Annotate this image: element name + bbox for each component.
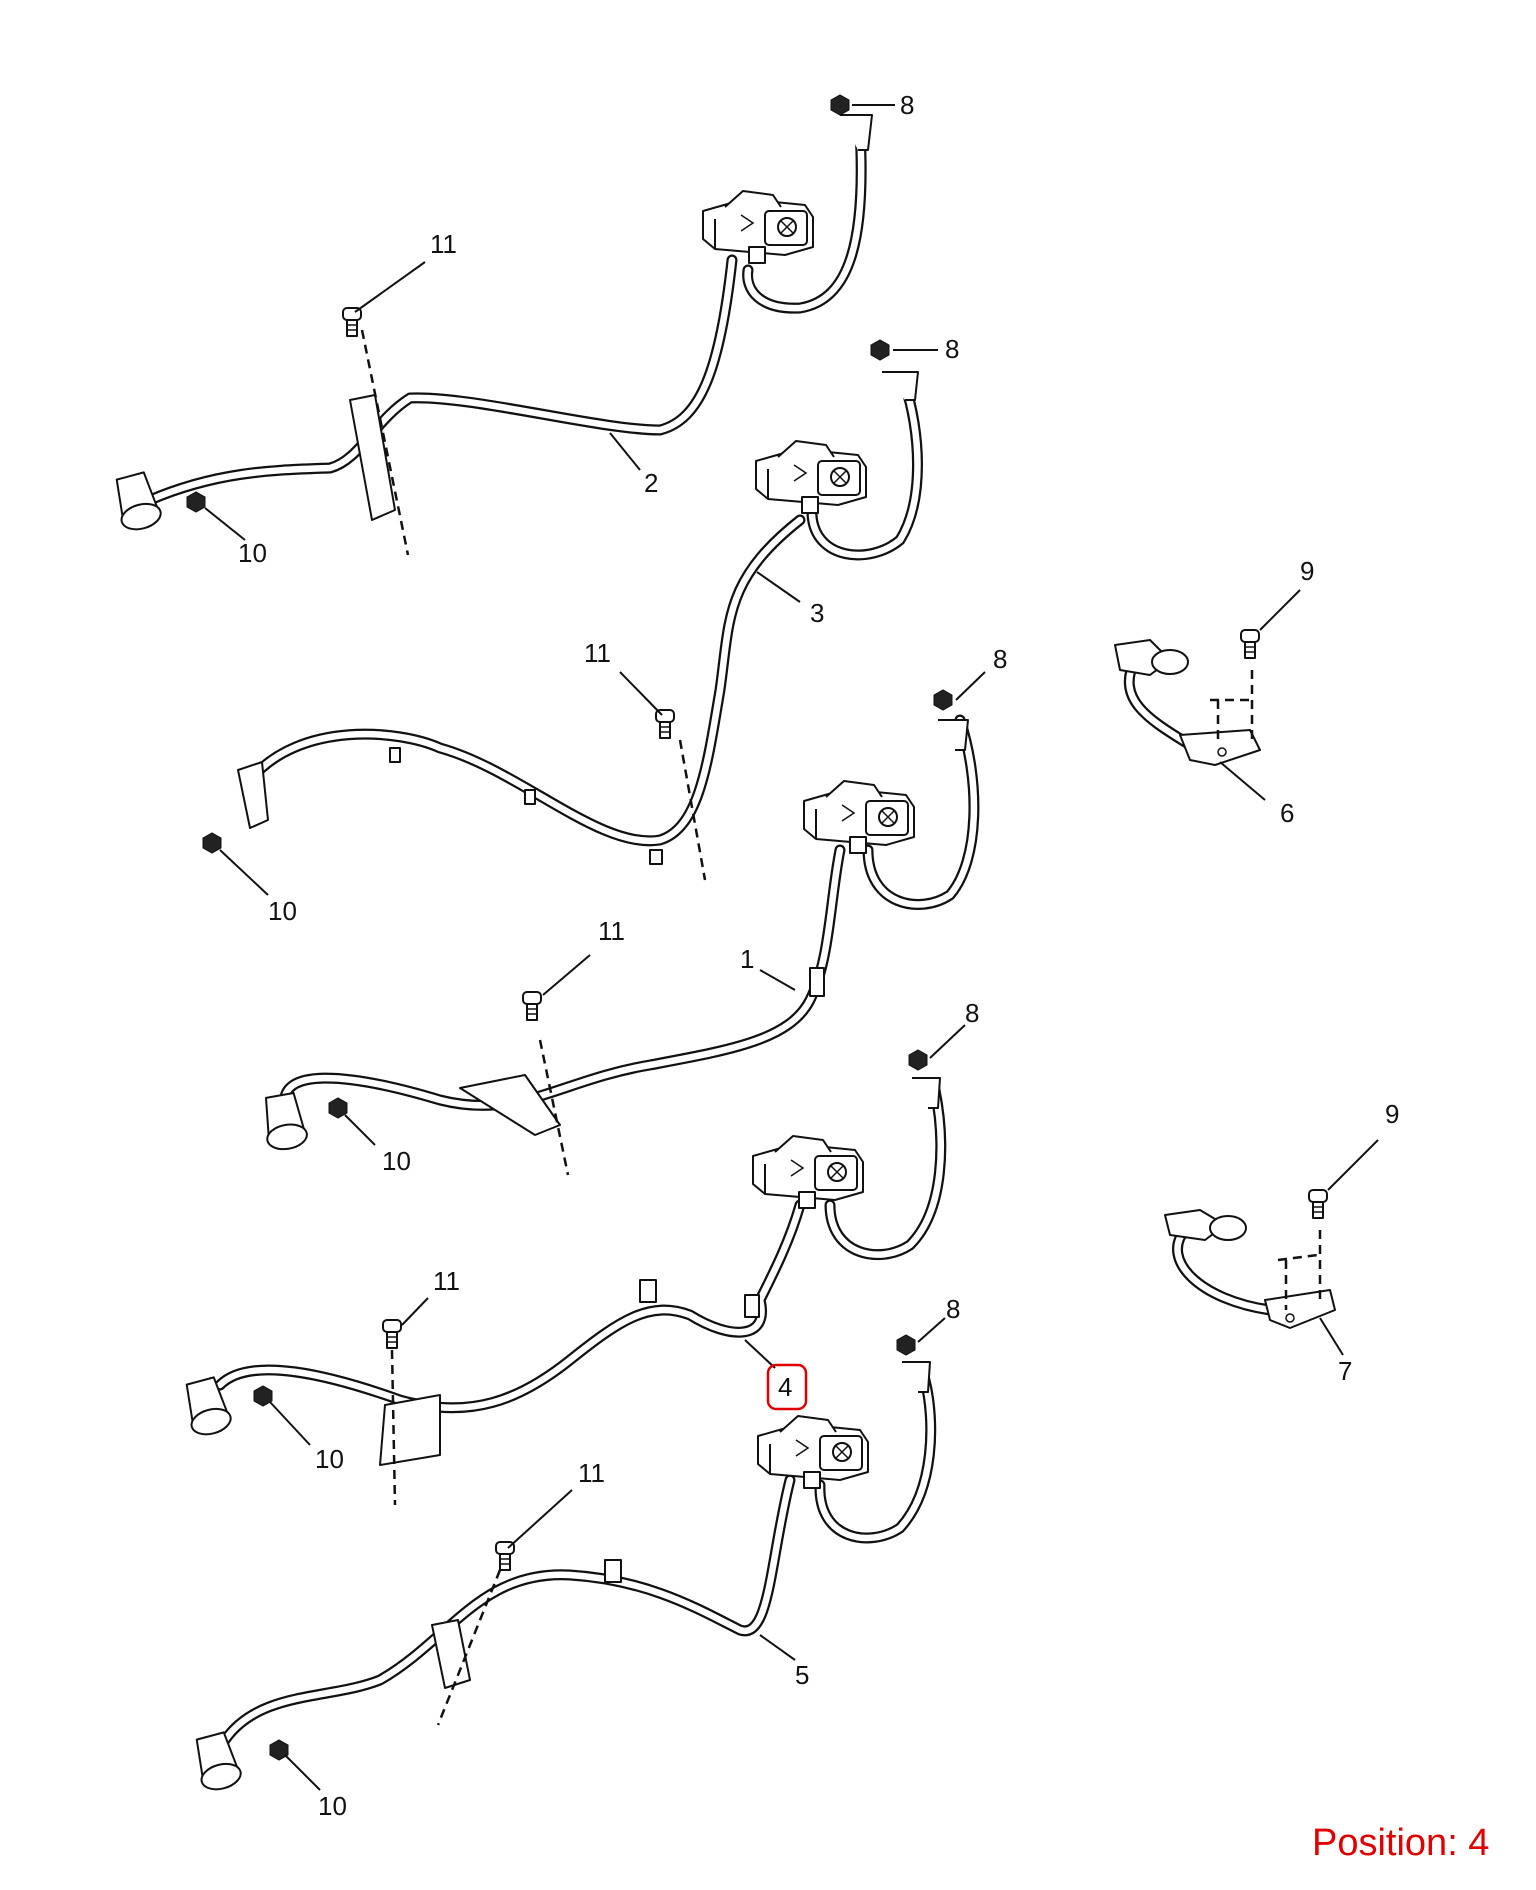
cable-4: [179, 1049, 947, 1506]
cable-5: [189, 1334, 937, 1795]
callout-10: 10: [315, 1444, 344, 1474]
callout-8: 8: [946, 1294, 960, 1324]
callout-3: 3: [810, 598, 824, 628]
callout-10: 10: [382, 1146, 411, 1176]
cable-6: [1114, 629, 1261, 766]
callout-5: 5: [795, 1660, 809, 1690]
callout-10: 10: [318, 1791, 347, 1821]
callout-2: 2: [644, 468, 658, 498]
cable-7: [1164, 1189, 1336, 1329]
callout-7: 7: [1338, 1356, 1352, 1386]
cable-1: [259, 689, 980, 1176]
callout-labels: 8 11 2 10 8 3 11 10 8 9 6 11 1 10 8 9 11…: [238, 90, 1399, 1821]
callout-1: 1: [740, 944, 754, 974]
highlight-box: [766, 1363, 808, 1411]
callout-9: 9: [1300, 556, 1314, 586]
callout-11: 11: [578, 1458, 605, 1488]
callout-11: 11: [584, 638, 611, 668]
callout-11: 11: [598, 916, 625, 946]
callout-4: 4: [778, 1372, 792, 1402]
callout-8: 8: [945, 334, 959, 364]
callout-11: 11: [430, 229, 457, 259]
callout-10: 10: [268, 896, 297, 926]
leader-lines: [204, 104, 1379, 1791]
callout-6: 6: [1280, 798, 1294, 828]
callout-8: 8: [900, 90, 914, 120]
callout-8: 8: [993, 644, 1007, 674]
highlighted-callout-4[interactable]: 4: [766, 1363, 808, 1411]
cable-2: [109, 94, 873, 556]
cable-3: [202, 339, 923, 881]
callout-10: 10: [238, 538, 267, 568]
position-label: Position: 4: [1312, 1822, 1489, 1864]
callout-11: 11: [433, 1266, 460, 1296]
callout-8: 8: [965, 998, 979, 1028]
callout-9: 9: [1385, 1099, 1399, 1129]
